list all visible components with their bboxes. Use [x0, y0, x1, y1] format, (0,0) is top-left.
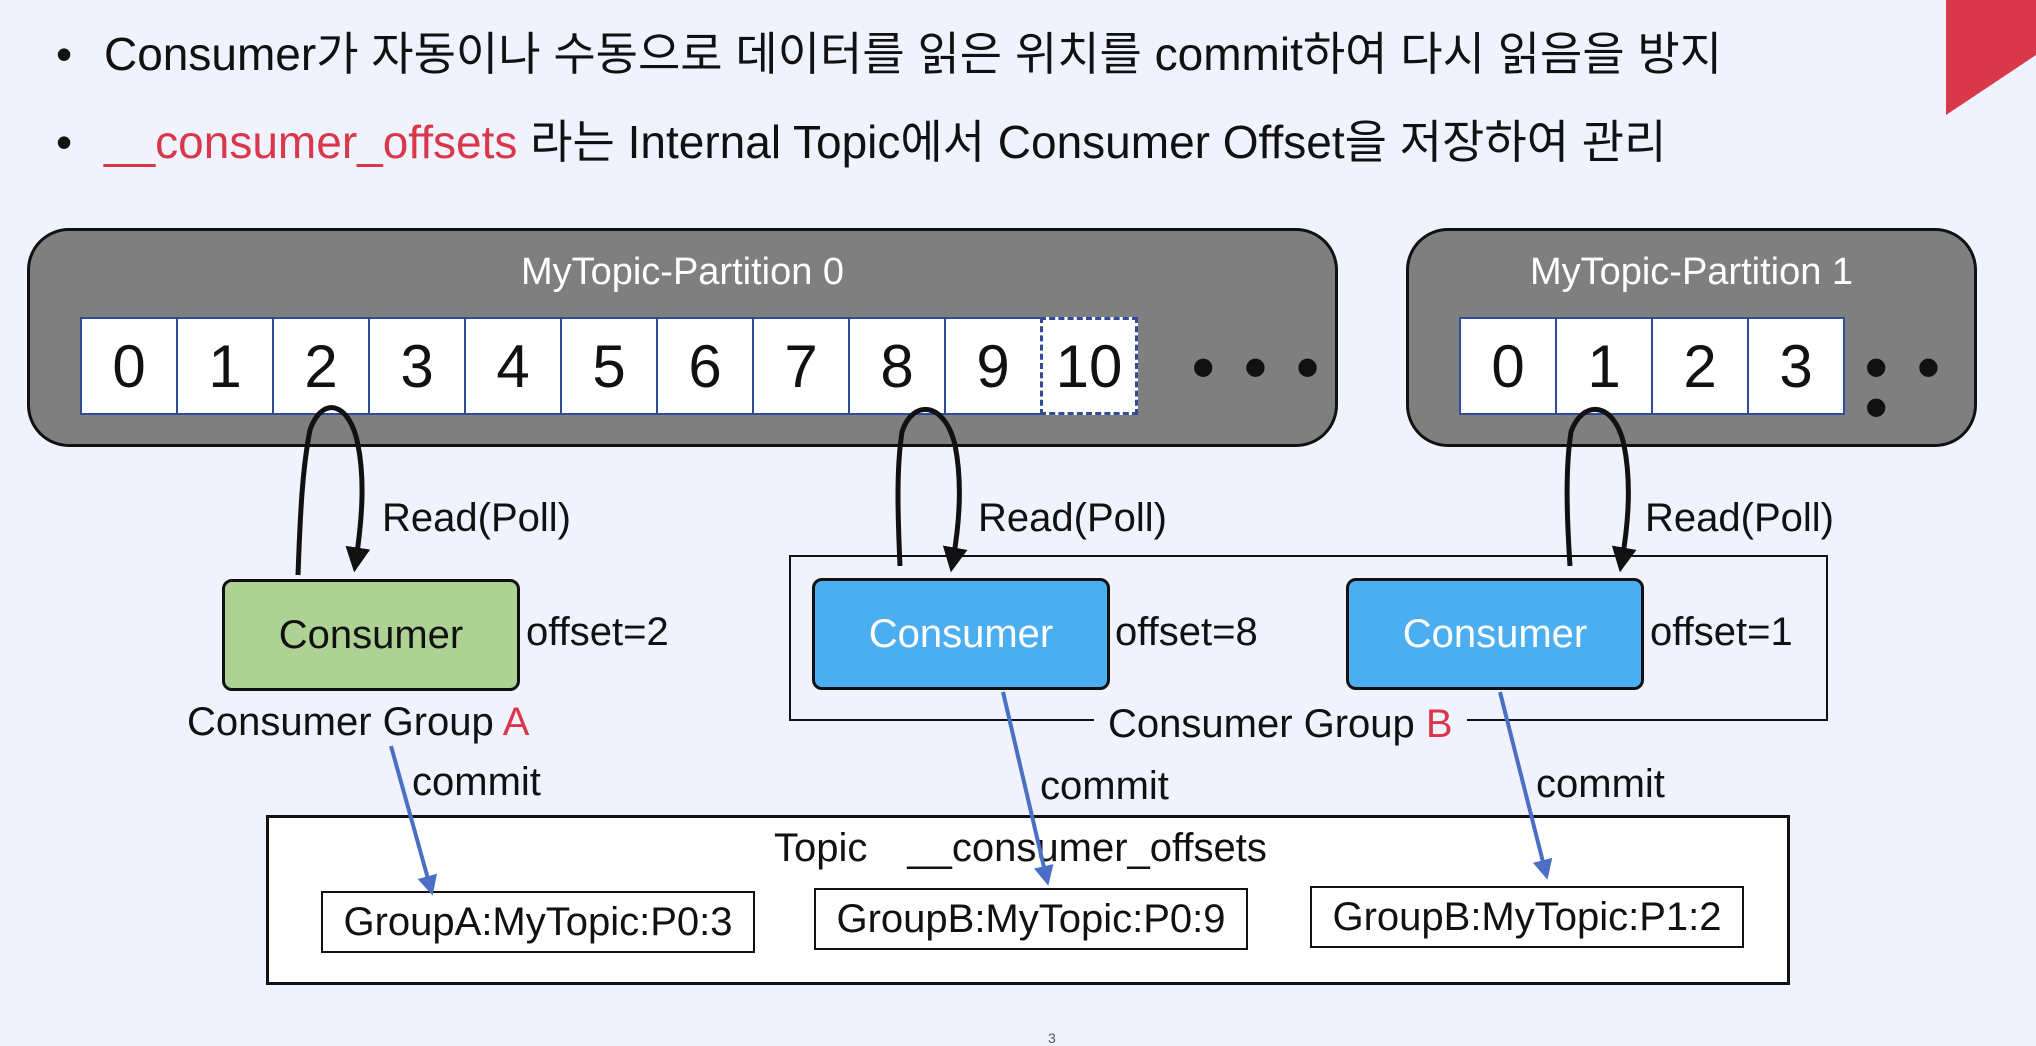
consumer-group-b-consumer-1: Consumer [812, 578, 1110, 690]
consumer-offsets-topic-box: Topic __consumer_offsets GroupA:MyTopic:P… [266, 815, 1790, 985]
consumer-label: Consumer [1402, 611, 1588, 656]
record-cell: 6 [656, 317, 754, 415]
bullet-dot: • [56, 28, 73, 80]
bullet-text-rest: 라는 Internal Topic에서 Consumer Offset을 저장하… [517, 116, 1667, 168]
consumer-label: Consumer [278, 612, 464, 657]
read-poll-label: Read(Poll) [382, 496, 571, 540]
bullet-text: Consumer가 자동이나 수동으로 데이터를 읽은 위치를 commit하여… [104, 28, 1723, 80]
consumer-group-a-consumer: Consumer [222, 579, 520, 691]
read-poll-loop-arrow [295, 405, 371, 576]
record-cell: 0 [1459, 317, 1557, 415]
commit-label: commit [412, 760, 541, 804]
commit-arrow [1498, 691, 1553, 880]
offset-record: GroupB:MyTopic:P0:9 [814, 888, 1248, 950]
bullet-text: __consumer_offsets 라는 Internal Topic에서 C… [104, 98, 1666, 186]
corner-decoration [1946, 0, 2036, 115]
group-label-prefix: Consumer Group [1108, 702, 1426, 746]
record-cell: 9 [944, 317, 1042, 415]
record-cell: 3 [368, 317, 466, 415]
topic-title-name: __consumer_offsets [907, 826, 1267, 870]
pending-record-cell: 10 [1040, 317, 1138, 415]
bullet-dot: • [56, 116, 73, 168]
consumer-label: Consumer [868, 611, 1054, 656]
partition-title: MyTopic-Partition 1 [1529, 251, 1854, 293]
offset-record: GroupA:MyTopic:P0:3 [321, 891, 755, 953]
group-label-prefix: Consumer Group [187, 700, 503, 744]
read-poll-loop-arrow [1564, 406, 1637, 573]
record-cell: 1 [176, 317, 274, 415]
read-poll-label: Read(Poll) [978, 496, 1167, 540]
record-cell: 7 [752, 317, 850, 415]
group-letter: B [1425, 702, 1453, 746]
consumer-group-b-label: Consumer Group B [1094, 700, 1467, 748]
partition-0-panel: MyTopic-Partition 0 0 1 2 3 4 5 6 7 8 9 … [27, 228, 1338, 447]
topic-title-prefix: Topic [774, 826, 868, 870]
consumer-offset-label: offset=2 [526, 610, 669, 654]
offset-record: GroupB:MyTopic:P1:2 [1310, 886, 1744, 948]
read-poll-label: Read(Poll) [1645, 496, 1834, 540]
record-cell: 2 [1651, 317, 1749, 415]
record-cell: 4 [464, 317, 562, 415]
topic-title: Topic __consumer_offsets [774, 824, 1267, 872]
commit-label: commit [1040, 764, 1169, 808]
consumer-group-a-label: Consumer Group A [187, 698, 529, 746]
partition-title: MyTopic-Partition 0 [520, 251, 845, 293]
commit-arrow [1001, 691, 1054, 886]
record-cell: 3 [1747, 317, 1845, 415]
commit-arrow [389, 745, 437, 896]
consumer-offset-label: offset=8 [1115, 610, 1258, 654]
record-cell: 8 [848, 317, 946, 415]
read-poll-loop-arrow [895, 406, 968, 573]
record-cell: 2 [272, 317, 370, 415]
commit-label: commit [1536, 762, 1665, 806]
group-letter: A [502, 700, 530, 744]
consumer-group-b-consumer-2: Consumer [1346, 578, 1644, 690]
highlight-topic-name: __consumer_offsets [104, 116, 518, 168]
page-number: 3 [1048, 1030, 1056, 1046]
partition-0-records: 0 1 2 3 4 5 6 7 8 9 10 [80, 317, 1138, 415]
consumer-offset-label: offset=1 [1650, 610, 1793, 654]
